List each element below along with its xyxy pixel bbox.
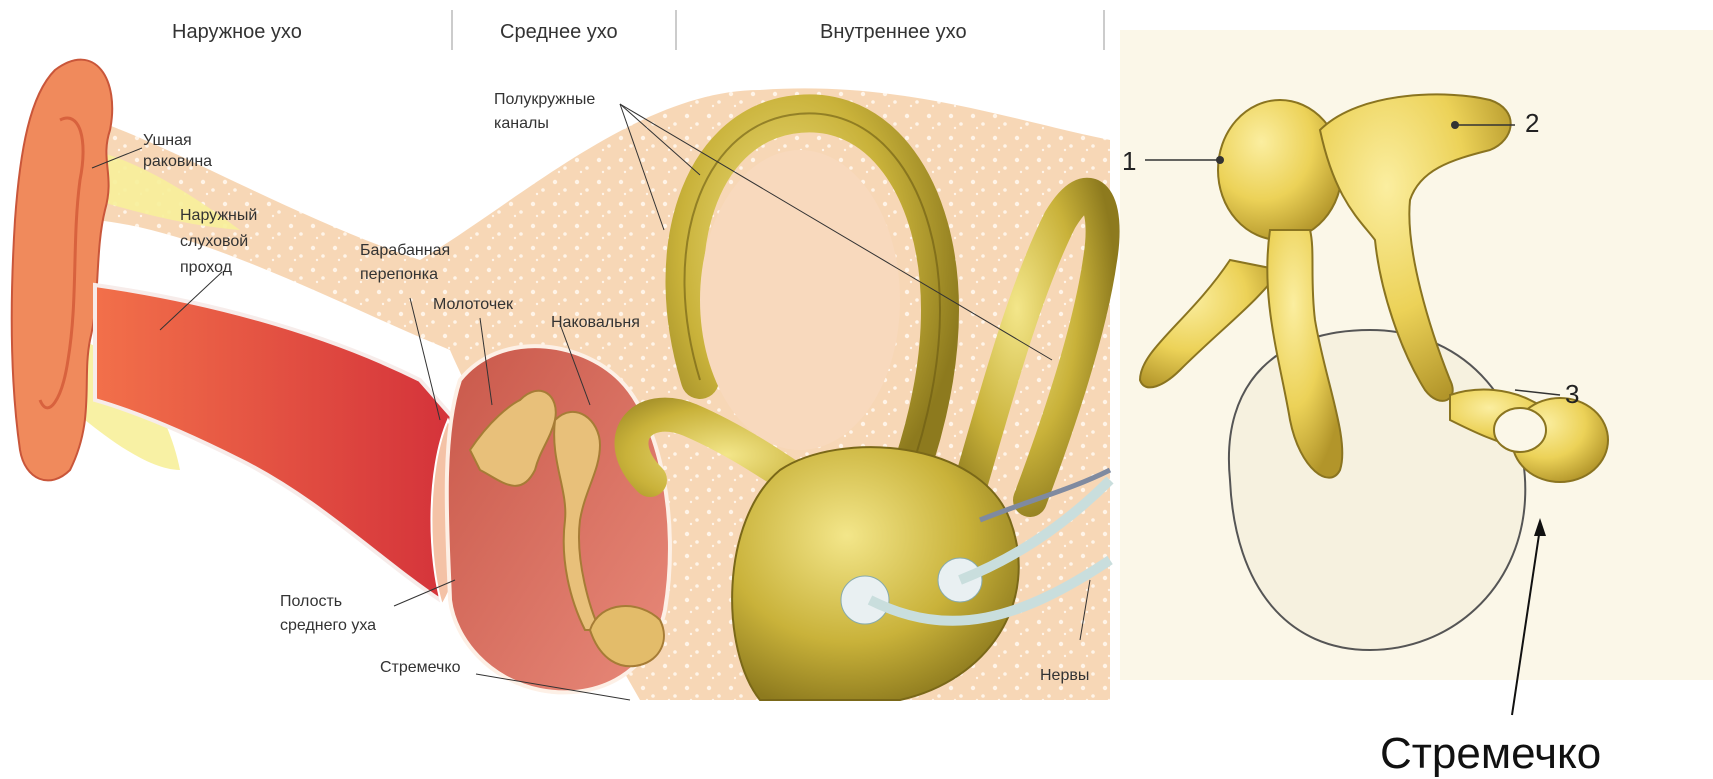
ossicle-number-2: 2: [1525, 108, 1539, 138]
ossicles-svg: 1 2 3 Стремечко: [1120, 0, 1713, 779]
label-eardrum-2: перепонка: [360, 266, 438, 283]
label-cavity-1: Полость: [280, 593, 342, 610]
ossicle-number-3: 3: [1565, 379, 1579, 409]
label-cavity-2: среднего уха: [280, 617, 376, 634]
label-malleus: Молоточек: [433, 296, 514, 313]
label-canal-1: Наружный: [180, 207, 257, 224]
tympanic-membrane-outline: [1229, 330, 1525, 650]
leader-1-dot: [1216, 156, 1224, 164]
leader-2-dot: [1451, 121, 1459, 129]
section-outer-ear-title: Наружное ухо: [172, 21, 302, 43]
label-incus: Наковальня: [551, 314, 640, 331]
section-inner-ear-title: Внутреннее ухо: [820, 21, 967, 43]
label-semicircular-2: каналы: [494, 115, 549, 132]
ear-anatomy-diagram: Наружное ухо Среднее ухо Внутреннее ухо: [0, 0, 1120, 720]
malleus-head: [1218, 100, 1342, 240]
label-canal-2: слуховой: [180, 233, 248, 250]
ampulla-nerve-end: [841, 576, 889, 624]
label-auricle-1: Ушная: [143, 132, 192, 149]
label-nerves: Нервы: [1040, 667, 1089, 684]
label-semicircular-1: Полукружные: [494, 91, 595, 108]
stapes-foramen: [1494, 408, 1546, 452]
label-auricle-2: раковина: [143, 153, 212, 170]
label-canal-3: проход: [180, 259, 233, 276]
label-eardrum-1: Барабанная: [360, 242, 450, 259]
label-stapes: Стремечко: [380, 659, 461, 676]
ear-anatomy-svg: Наружное ухо Среднее ухо Внутреннее ухо: [0, 0, 1120, 720]
ossicles-diagram: 1 2 3 Стремечко: [1120, 0, 1713, 779]
canal-inner-bone: [700, 150, 900, 450]
ossicle-number-1: 1: [1122, 146, 1136, 176]
caption-stapes: Стремечко: [1380, 729, 1601, 778]
section-middle-ear-title: Среднее ухо: [500, 21, 618, 43]
